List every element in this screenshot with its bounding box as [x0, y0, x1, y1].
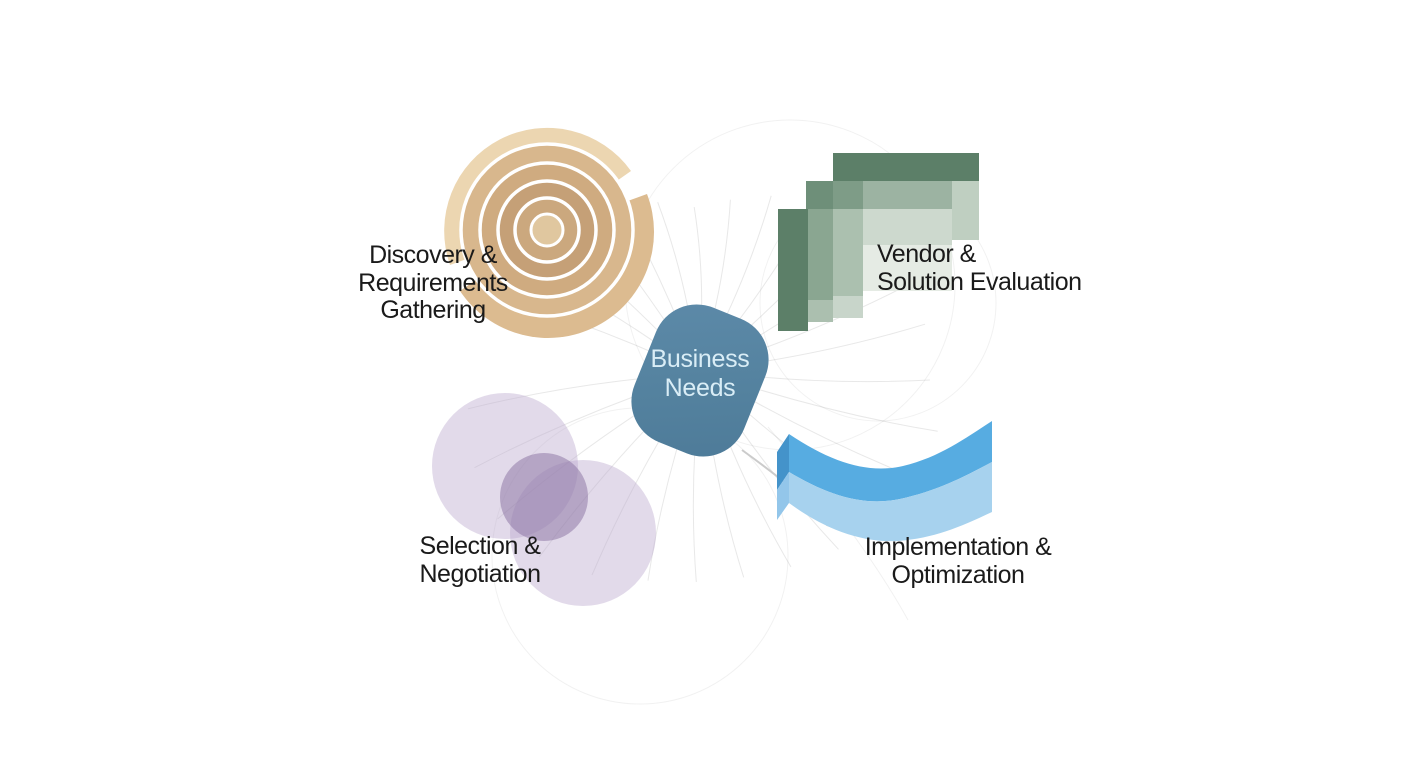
- discovery-line2: Requirements: [358, 268, 508, 297]
- overlapping-circles-icon: [432, 393, 656, 606]
- label-implementation-optimization: Implementation & Optimization: [838, 533, 1078, 589]
- label-discovery-requirements-gathering: Discovery & Requirements Gathering: [303, 241, 563, 325]
- discovery-line1: Discovery &: [369, 241, 497, 269]
- spiral-shell-icon: [444, 127, 655, 338]
- business-needs-label: Business Needs: [610, 345, 790, 403]
- business-needs-line2: Needs: [664, 374, 736, 402]
- discovery-line3: Gathering: [380, 296, 486, 324]
- label-selection-negotiation: Selection & Negotiation: [370, 532, 590, 588]
- implementation-line2: Optimization: [891, 560, 1025, 589]
- vendor-line2: Solution Evaluation: [877, 267, 1082, 296]
- business-needs-line1: Business: [650, 345, 750, 373]
- vendor-line1: Vendor &: [877, 240, 976, 268]
- selection-line1: Selection &: [419, 532, 541, 560]
- label-vendor-solution-evaluation: Vendor & Solution Evaluation: [877, 240, 1137, 296]
- layered-steps-icon: [778, 153, 979, 331]
- selection-line2: Negotiation: [419, 559, 541, 588]
- implementation-line1: Implementation &: [864, 533, 1052, 561]
- wave-ribbon-icon: [777, 421, 992, 542]
